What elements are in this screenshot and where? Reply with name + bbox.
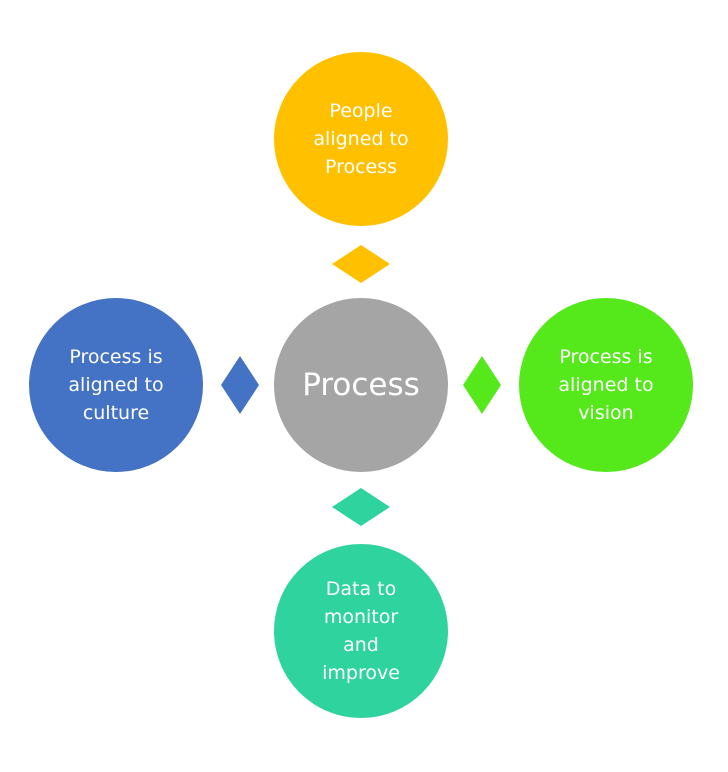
connector-diamond-left: [221, 356, 259, 414]
connector-diamond-top: [332, 245, 390, 283]
node-label: Data to monitor and improve: [322, 578, 400, 684]
node-process-aligned-to-culture: Process is aligned to culture: [29, 298, 203, 472]
node-process-center: Process: [274, 298, 448, 472]
node-label: Process is aligned to culture: [68, 346, 164, 424]
node-data-to-monitor-and-improve: Data to monitor and improve: [274, 544, 448, 718]
node-label: Process is aligned to vision: [558, 346, 654, 424]
connector-diamond-bottom: [332, 488, 390, 526]
node-people-aligned-to-process: People aligned to Process: [274, 52, 448, 226]
node-label: People aligned to Process: [313, 100, 409, 178]
node-process-aligned-to-vision: Process is aligned to vision: [519, 298, 693, 472]
center-label: Process: [302, 367, 420, 403]
connector-diamond-right: [463, 356, 501, 414]
